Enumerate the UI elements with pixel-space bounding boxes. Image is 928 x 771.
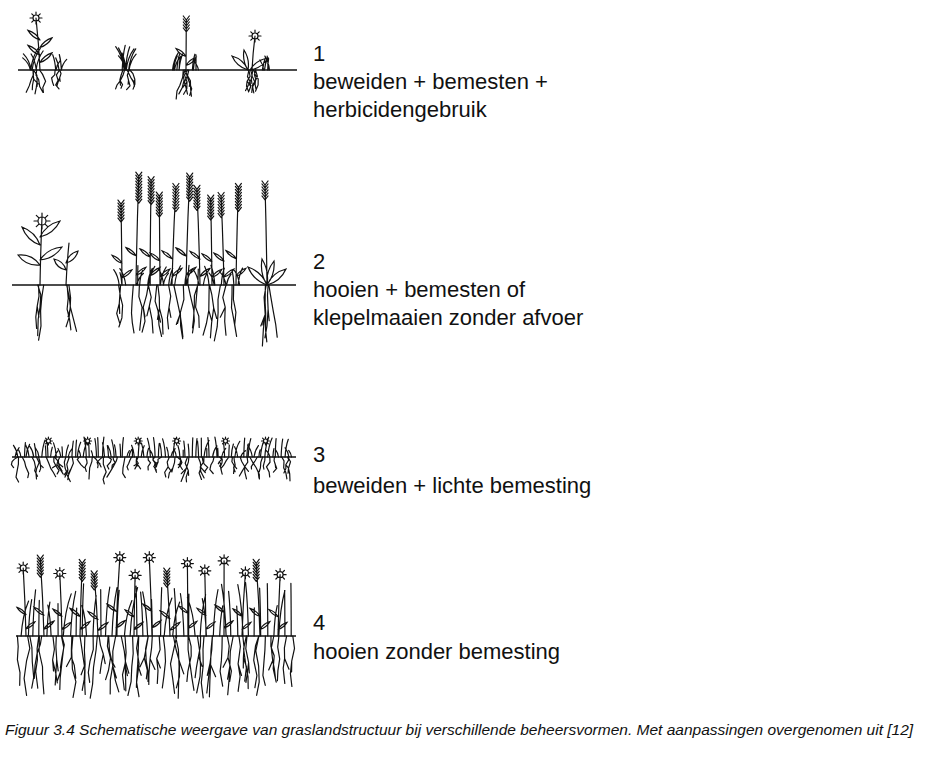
tall-grass-drawing bbox=[18, 172, 286, 346]
short-sward-drawing bbox=[11, 437, 291, 484]
treatment-label: beweiden + lichte bemesting bbox=[313, 472, 733, 500]
treatment-label: hooien zonder bemesting bbox=[313, 638, 733, 666]
figure-caption: Figuur 3.4 Schematische weergave van gra… bbox=[5, 716, 920, 744]
sparse-grass-drawing bbox=[23, 12, 270, 99]
treatment-label: beweiden + bemesten + herbicidengebruik bbox=[313, 68, 585, 124]
callout-number: 3 bbox=[313, 441, 373, 469]
callout-number: 4 bbox=[313, 609, 373, 637]
callout-number: 2 bbox=[313, 248, 373, 276]
ground-line bbox=[12, 284, 296, 286]
callout-number: 1 bbox=[313, 40, 373, 68]
treatment-label: hooien + bemesten of klepelmaaien zonder… bbox=[313, 276, 621, 332]
rich-meadow-drawing bbox=[17, 552, 295, 699]
ground-lines bbox=[12, 70, 297, 636]
